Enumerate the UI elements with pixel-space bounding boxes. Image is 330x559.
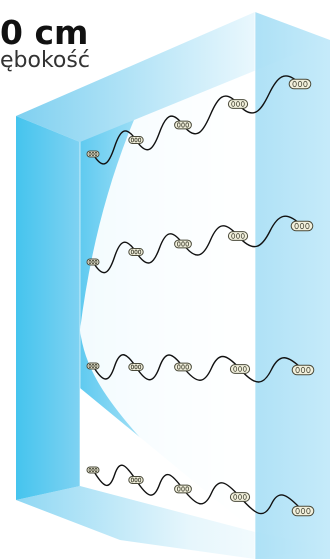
led-bulb — [174, 239, 192, 249]
box-top-face — [16, 12, 330, 142]
box-left-wall — [16, 116, 80, 500]
led-bulb — [174, 120, 192, 130]
led-bulb — [290, 220, 314, 232]
led-bulb — [174, 362, 192, 372]
depth-label: ębokość — [0, 48, 90, 73]
box-right-pillar — [255, 12, 330, 559]
led-bulb — [128, 248, 144, 256]
led-bulb — [227, 231, 249, 241]
led-bulb — [227, 99, 249, 109]
led-bulb — [86, 466, 100, 474]
led-bulb — [288, 78, 312, 90]
led-bulb — [229, 492, 251, 502]
led-strands — [86, 75, 315, 517]
led-bulb — [86, 258, 100, 266]
led-bulb — [291, 505, 315, 517]
glass-reflection — [80, 15, 255, 532]
led-bulb — [174, 484, 192, 494]
led-bulb — [128, 363, 144, 371]
box-bottom-face — [16, 486, 330, 559]
led-bulb — [86, 362, 100, 370]
led-bulb — [229, 364, 251, 374]
led-bulb — [86, 150, 100, 158]
led-bulb — [128, 476, 144, 484]
led-bulb — [128, 136, 144, 144]
depth-value: 0 cm — [0, 13, 89, 52]
led-bulb — [291, 364, 315, 376]
